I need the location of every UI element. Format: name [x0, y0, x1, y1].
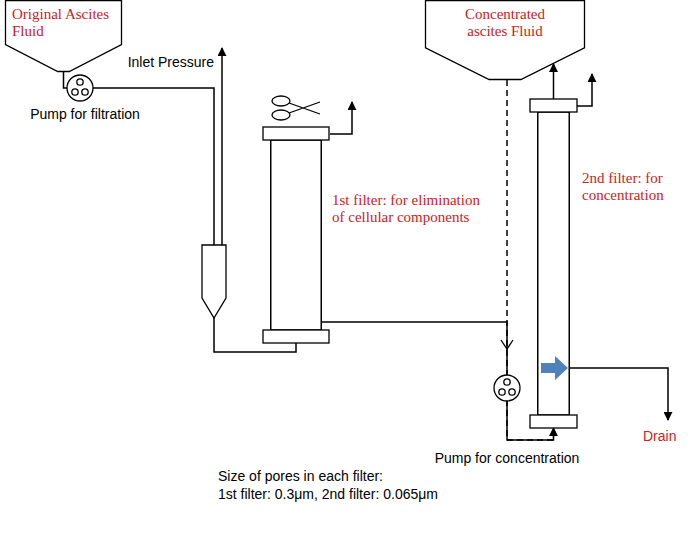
drip-chamber — [202, 245, 226, 318]
node-label: 2nd filter: for concentration — [582, 170, 692, 205]
node-label: Concentrated ascites Fluid — [453, 6, 557, 41]
filter-column: 2nd filter: for concentration — [537, 112, 570, 415]
annotation-text: Pump for filtration — [20, 106, 150, 123]
annotation-text: Inlet Pressure — [96, 54, 214, 71]
collection-bag: Concentrated ascites Fluid — [425, 0, 585, 80]
annotation-text: Size of pores in each filter: — [218, 468, 518, 485]
junction-arrowhead — [501, 340, 513, 349]
filtrate-arrow — [541, 356, 568, 380]
tube-line — [322, 322, 554, 440]
filter-outline — [270, 140, 322, 330]
vent-line — [330, 102, 352, 134]
pump-symbol — [494, 375, 520, 401]
filter-outline — [537, 112, 570, 415]
annotation-text: 1st filter: 0.3μm, 2nd filter: 0.065μm — [218, 486, 538, 503]
pump-symbol — [67, 75, 93, 101]
source-bag: Original Ascites Fluid — [5, 0, 122, 72]
tube-line — [553, 64, 555, 99]
pressure-line — [221, 48, 223, 248]
annotation-text: Drain — [643, 428, 693, 445]
node-label: 1st filter: for elimination of cellular … — [332, 192, 480, 227]
vent-line — [577, 74, 592, 106]
clamp-symbol — [272, 96, 320, 120]
node-label: Original Ascites Fluid — [12, 6, 110, 41]
annotation-text: Pump for concentration — [417, 450, 597, 467]
filter-column: 1st filter: for elimination of cellular … — [270, 140, 322, 330]
drain-line — [570, 368, 668, 420]
